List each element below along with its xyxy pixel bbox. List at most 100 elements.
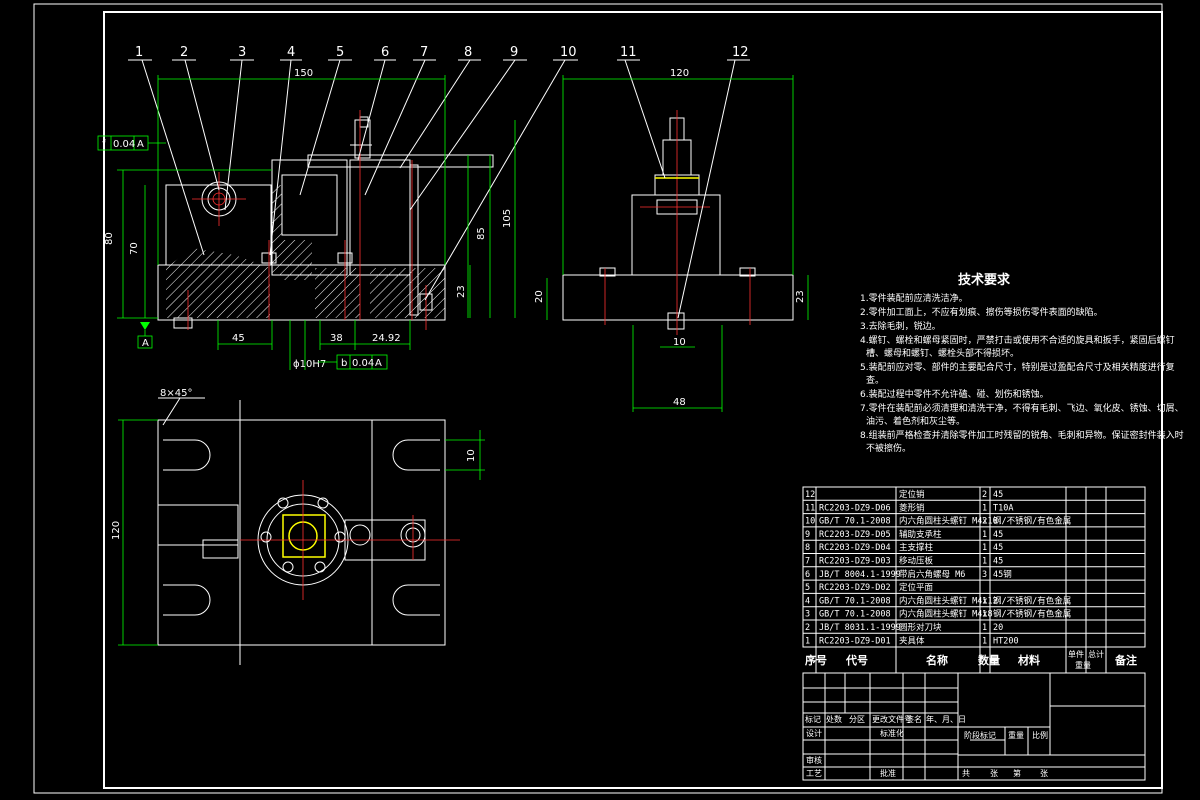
bom-cell-material: 钢/不锈钢/有色金属: [993, 609, 1071, 620]
tech-req-line: 不被擦伤。: [866, 442, 911, 454]
dim-front-h85: 85: [476, 227, 487, 240]
part-label-1: 1: [135, 45, 143, 60]
tech-req-line: 2.零件加工面上，不应有划痕、擦伤等损伤零件表面的缺陷。: [860, 306, 1103, 318]
dim-front-d45: 45: [232, 333, 245, 344]
svg-text:0.04: 0.04: [113, 139, 135, 150]
bom-cell-material: 45: [993, 490, 1003, 500]
bom-cell-name: 移动压板: [899, 556, 934, 567]
tb-label-standardize: 标准化: [880, 728, 904, 738]
bom-header-code: 代号: [845, 653, 868, 667]
bom-cell-material: 钢/不锈钢/有色金属: [993, 595, 1071, 606]
svg-text:A: A: [375, 358, 382, 369]
bom-cell-code: GB/T 70.1-2008: [819, 517, 891, 527]
dim-side-h20: 20: [534, 290, 545, 303]
tech-req-line: 查。: [866, 374, 884, 386]
bom-cell-qty: 1: [982, 636, 987, 646]
tb-label-weight: 重量: [1008, 730, 1024, 740]
bom-cell-material: 20: [993, 623, 1003, 633]
bom-cell-material: 45: [993, 530, 1003, 540]
bom-cell-code: RC2203-DZ9-D05: [819, 530, 891, 540]
bom-cell-code: RC2203-DZ9-D03: [819, 557, 891, 567]
bom-cell-name: 内六角圆柱头螺钉 M4x8: [899, 609, 993, 620]
tb-label-signature: 签名: [906, 714, 922, 724]
tb-label-review: 审核: [806, 755, 822, 765]
technical-requirements: 技术要求 1.零件装配前应清洗洁净。 2.零件加工面上，不应有划痕、擦伤等损伤零…: [860, 272, 1184, 454]
part-label-3: 3: [238, 45, 246, 60]
tb-label-scale: 比例: [1032, 730, 1048, 740]
bom-cell-material: HT200: [993, 636, 1019, 646]
dim-top-chamfer: 8×45°: [160, 388, 192, 399]
tech-req-title: 技术要求: [958, 272, 1011, 288]
dim-top-slot10: 10: [466, 449, 477, 462]
bom-header-weight: 重量: [1075, 660, 1091, 670]
bom-cell-no: 7: [805, 557, 810, 567]
bom-cell-code: RC2203-DZ9-D04: [819, 543, 891, 553]
bom-cell-qty: 3: [982, 570, 987, 580]
bom-header-material: 材料: [1018, 653, 1040, 667]
tech-req-line: 7.零件在装配前必须清理和清洗干净，不得有毛刺、飞边、氧化皮、锈蚀、切屑、: [860, 402, 1184, 414]
bom-cell-qty: 1: [982, 543, 987, 553]
bom-cell-name: 主支撑柱: [899, 542, 934, 553]
bom-cell-qty: 1: [982, 623, 987, 633]
side-view: [546, 59, 809, 412]
dim-side-d48: 48: [673, 397, 686, 408]
tb-label-count: 处数: [826, 714, 842, 724]
tb-label-sheets-count: 张: [990, 769, 998, 778]
part-label-11: 11: [620, 45, 637, 60]
tech-req-line: 8.组装前严格检查并清除零件加工时残留的锐角、毛刺和异物。保证密封件装入时: [860, 429, 1184, 441]
datum-symbol: A: [137, 322, 153, 349]
bom-cell-code: RC2203-DZ9-D02: [819, 583, 891, 593]
bom-cell-no: 9: [805, 530, 810, 540]
bom-cell-no: 5: [805, 583, 810, 593]
tb-label-stage: 阶段标记: [964, 730, 996, 740]
dim-side-h23: 23: [795, 290, 806, 303]
bom-cell-no: 4: [805, 596, 810, 606]
bom-cell-code: JB/T 8004.1-1999: [819, 570, 901, 580]
dim-front-phi: ϕ10H7: [293, 359, 326, 370]
tb-label-change-doc: 更改文件号: [872, 714, 912, 724]
tb-label-process: 工艺: [806, 769, 822, 778]
bom-cell-code: RC2203-DZ9-D01: [819, 636, 891, 646]
bom-cell-qty: 1: [982, 503, 987, 513]
dim-front-width: 150: [294, 68, 313, 79]
part-label-9: 9: [510, 45, 518, 60]
bom-header-qty: 数量: [978, 653, 1000, 667]
tb-label-zone: 分区: [849, 715, 865, 724]
part-label-2: 2: [180, 45, 188, 60]
bom-cell-no: 2: [805, 623, 810, 633]
parallel-tolerance-frame: b 0.04 A: [318, 354, 388, 370]
bom-cell-material: 45: [993, 543, 1003, 553]
part-label-4: 4: [287, 45, 295, 60]
bom-cell-name: 定位平面: [899, 582, 934, 593]
bom-cell-no: 10: [805, 517, 815, 527]
bom-cell-name: 夹具体: [899, 635, 925, 646]
tech-req-line: 1.零件装配前应清洗洁净。: [860, 292, 968, 304]
bom-cell-qty: 2: [982, 517, 987, 527]
bom-cell-material: 45钢: [993, 569, 1012, 580]
tb-label-approve: 批准: [880, 768, 896, 778]
bom-cell-no: 11: [805, 503, 815, 513]
dim-front-d2492: 24.92: [372, 333, 401, 344]
tb-label-date: 年、月、日: [926, 714, 966, 724]
part-label-8: 8: [464, 45, 472, 60]
bom-cell-qty: 2: [982, 490, 987, 500]
inner-border: [103, 11, 1163, 789]
part-label-6: 6: [381, 45, 389, 60]
dim-front-h23: 23: [456, 285, 467, 298]
bom-cell-name: 内六角圆柱头螺钉 M4x12: [899, 595, 998, 606]
bom-cell-name: 定位销: [899, 489, 925, 500]
tb-label-design: 设计: [806, 728, 822, 738]
svg-text:A: A: [137, 139, 144, 150]
front-view: [117, 59, 578, 370]
dim-front-d38: 38: [330, 333, 343, 344]
dim-front-h80: 80: [104, 232, 115, 245]
part-label-5: 5: [336, 45, 344, 60]
bom-cell-qty: 1: [982, 610, 987, 620]
bom-cell-code: RC2203-DZ9-D06: [819, 503, 891, 513]
part-label-12: 12: [732, 45, 749, 60]
bom-cell-no: 8: [805, 543, 810, 553]
tech-req-line: 槽、螺母和螺钉、螺栓头部不得损坏。: [866, 347, 1019, 359]
bom-cell-material: 钢/不锈钢/有色金属: [993, 516, 1071, 527]
dim-front-h70: 70: [129, 242, 140, 255]
